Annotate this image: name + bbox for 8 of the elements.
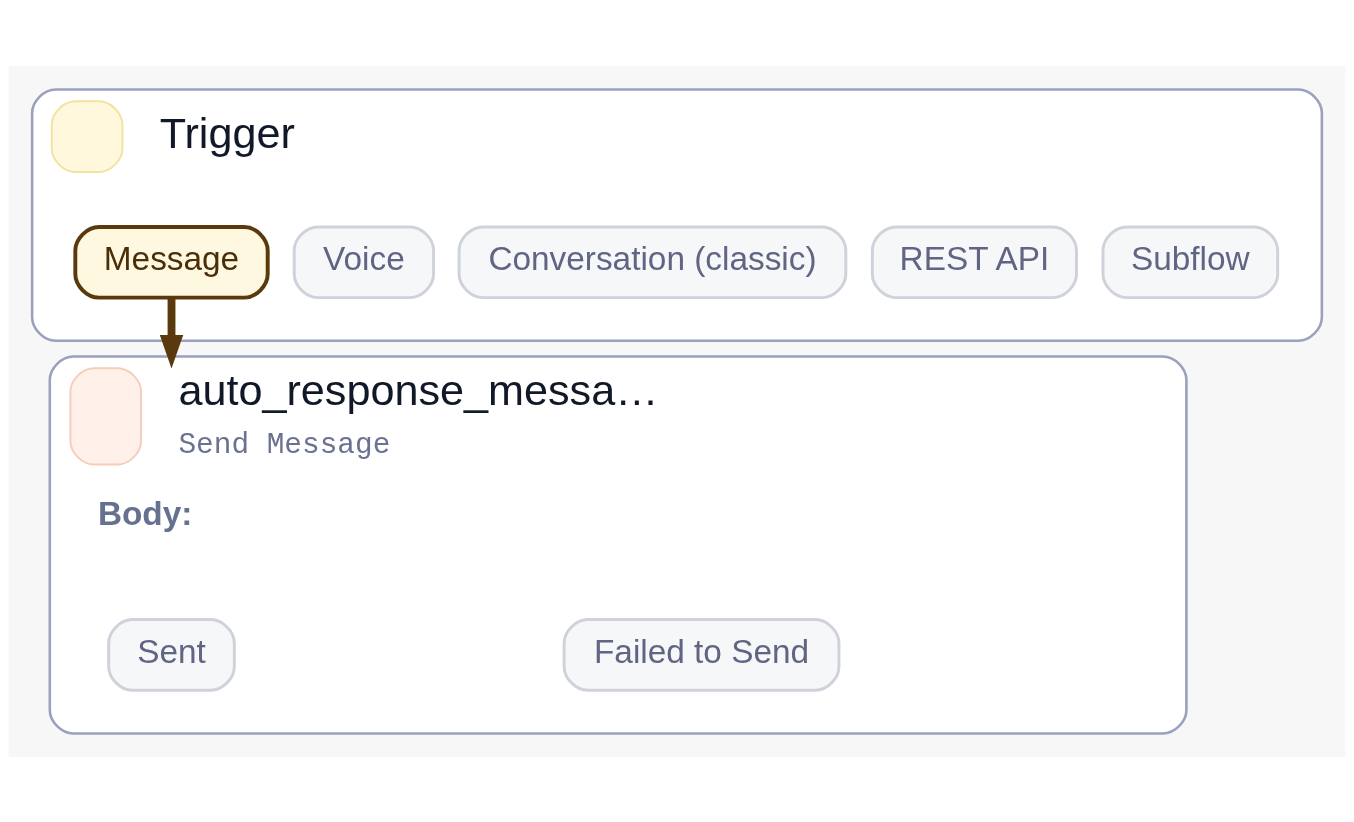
arrow bbox=[159, 297, 184, 368]
node-box: Subflow bbox=[1101, 225, 1280, 299]
node-box: Failed to Send bbox=[562, 617, 841, 692]
node-box: Sent bbox=[107, 617, 236, 692]
node-box: Conversation (classic) bbox=[457, 225, 848, 299]
node-box: Message bbox=[73, 224, 270, 300]
node-box: Voice bbox=[292, 225, 436, 299]
node-box: REST API bbox=[870, 225, 1078, 299]
